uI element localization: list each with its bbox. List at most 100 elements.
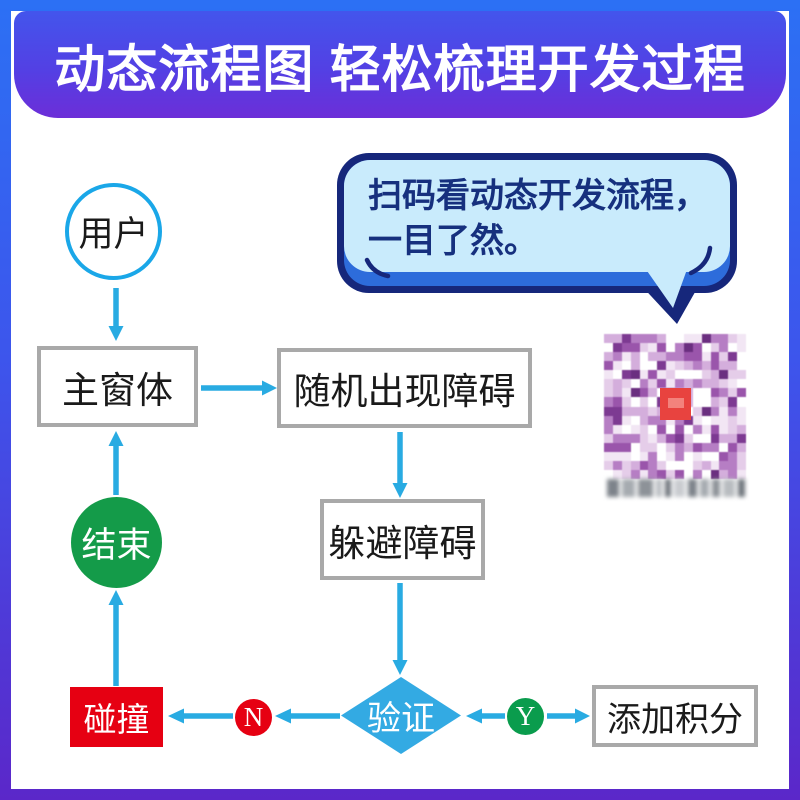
qr-pixel (612, 361, 622, 371)
qr-center-logo (660, 388, 691, 420)
qr-pixel (719, 424, 729, 434)
qr-pixel (737, 352, 746, 362)
qr-pixel (648, 460, 658, 470)
qr-pixel (683, 424, 693, 434)
qr-pixel (666, 442, 675, 452)
bubble-shine-right (688, 245, 713, 276)
qr-pixel (630, 442, 640, 452)
qr-pixel (692, 433, 702, 443)
qr-pixel (719, 406, 729, 416)
qr-pixel (719, 433, 729, 443)
qr-pixel (692, 415, 702, 425)
qr-caption-block (656, 479, 663, 497)
qr-pixel (604, 388, 613, 398)
qr-pixel (701, 442, 711, 452)
qr-pixel (612, 370, 622, 380)
qr-pixel (701, 343, 711, 353)
qr-pixel (621, 334, 631, 344)
qr-pixel (604, 352, 613, 362)
qr-pixel (621, 451, 631, 461)
qr-pixel (621, 415, 631, 425)
node-collision: 碰撞 (70, 687, 163, 747)
qr-pixel (648, 442, 658, 452)
qr-pixel (710, 442, 720, 452)
qr-pixel (639, 424, 649, 434)
qr-pixel (719, 352, 729, 362)
bubble-fill (344, 160, 730, 272)
qr-pixel (648, 352, 658, 362)
qr-pixel (621, 352, 631, 362)
qr-pixel (675, 415, 684, 425)
edge-random-avoid (392, 432, 408, 498)
qr-pixel (657, 352, 667, 362)
qr-pixel (630, 460, 640, 470)
qr-pixel (710, 370, 720, 380)
qr-pixel (657, 379, 667, 389)
qr-pixel (737, 433, 746, 443)
qr-pixel (710, 334, 720, 344)
qr-pixel (648, 370, 658, 380)
qr-pixel (657, 469, 667, 479)
qr-pixel (719, 397, 729, 407)
edge-end-main (108, 431, 124, 495)
qr-pixel (639, 397, 649, 407)
qr-pixel (719, 451, 729, 461)
qr-pixel (692, 343, 702, 353)
qr-pixel (666, 451, 675, 461)
qr-pixel (657, 361, 667, 371)
qr-pixel (675, 424, 684, 434)
qr-pixel (612, 442, 622, 452)
bubble-text: 扫码看动态开发流程， 一目了然。 (368, 174, 728, 264)
qr-pixel (728, 451, 738, 461)
qr-pixel (728, 334, 738, 344)
qr-pixel (692, 361, 702, 371)
qr-pixel (728, 361, 738, 371)
qr-pixel (701, 433, 711, 443)
qr-pixel (710, 424, 720, 434)
qr-pixel (630, 343, 640, 353)
qr-pixel (701, 397, 711, 407)
qr-caption-block (712, 479, 720, 497)
qr-pixel (639, 343, 649, 353)
node-verify-diamond: 验证 (341, 677, 461, 754)
qr-pixel (728, 424, 738, 434)
qr-pixel (639, 442, 649, 452)
branch-no-label: N (243, 702, 264, 732)
qr-pixel (692, 388, 702, 398)
qr-pixel (675, 334, 684, 344)
qr-pixel (630, 334, 640, 344)
qr-pixel (737, 424, 746, 434)
edge-user-main (108, 288, 124, 341)
edge-no-collision (168, 708, 233, 724)
qr-pixel (604, 451, 613, 461)
node-end: 结束 (71, 497, 162, 588)
qr-pixel (621, 460, 631, 470)
qr-pixel (648, 424, 658, 434)
qr-pixel (639, 352, 649, 362)
qr-code (604, 334, 746, 479)
qr-pixel (728, 343, 738, 353)
qr-caption-block (688, 479, 698, 497)
qr-pixel (675, 433, 684, 443)
qr-pixel (692, 469, 702, 479)
qr-pixel (648, 415, 658, 425)
qr-pixel (728, 433, 738, 443)
qr-pixel (737, 469, 746, 479)
qr-pixel (657, 334, 667, 344)
branch-yes-badge: Y (507, 698, 544, 735)
qr-caption-block (700, 479, 710, 497)
node-add-score-label: 添加积分 (607, 700, 743, 739)
qr-pixel (719, 460, 729, 470)
qr-pixel (728, 379, 738, 389)
qr-pixel (683, 379, 693, 389)
qr-caption-block (737, 479, 745, 497)
qr-pixel (683, 433, 693, 443)
qr-pixel (701, 370, 711, 380)
qr-pixel (639, 460, 649, 470)
node-end-label: 结束 (81, 526, 152, 565)
edge-collision-end (108, 590, 124, 686)
qr-pixel (630, 397, 640, 407)
qr-pixel (630, 388, 640, 398)
qr-pixel (701, 406, 711, 416)
qr-pixel (621, 469, 631, 479)
